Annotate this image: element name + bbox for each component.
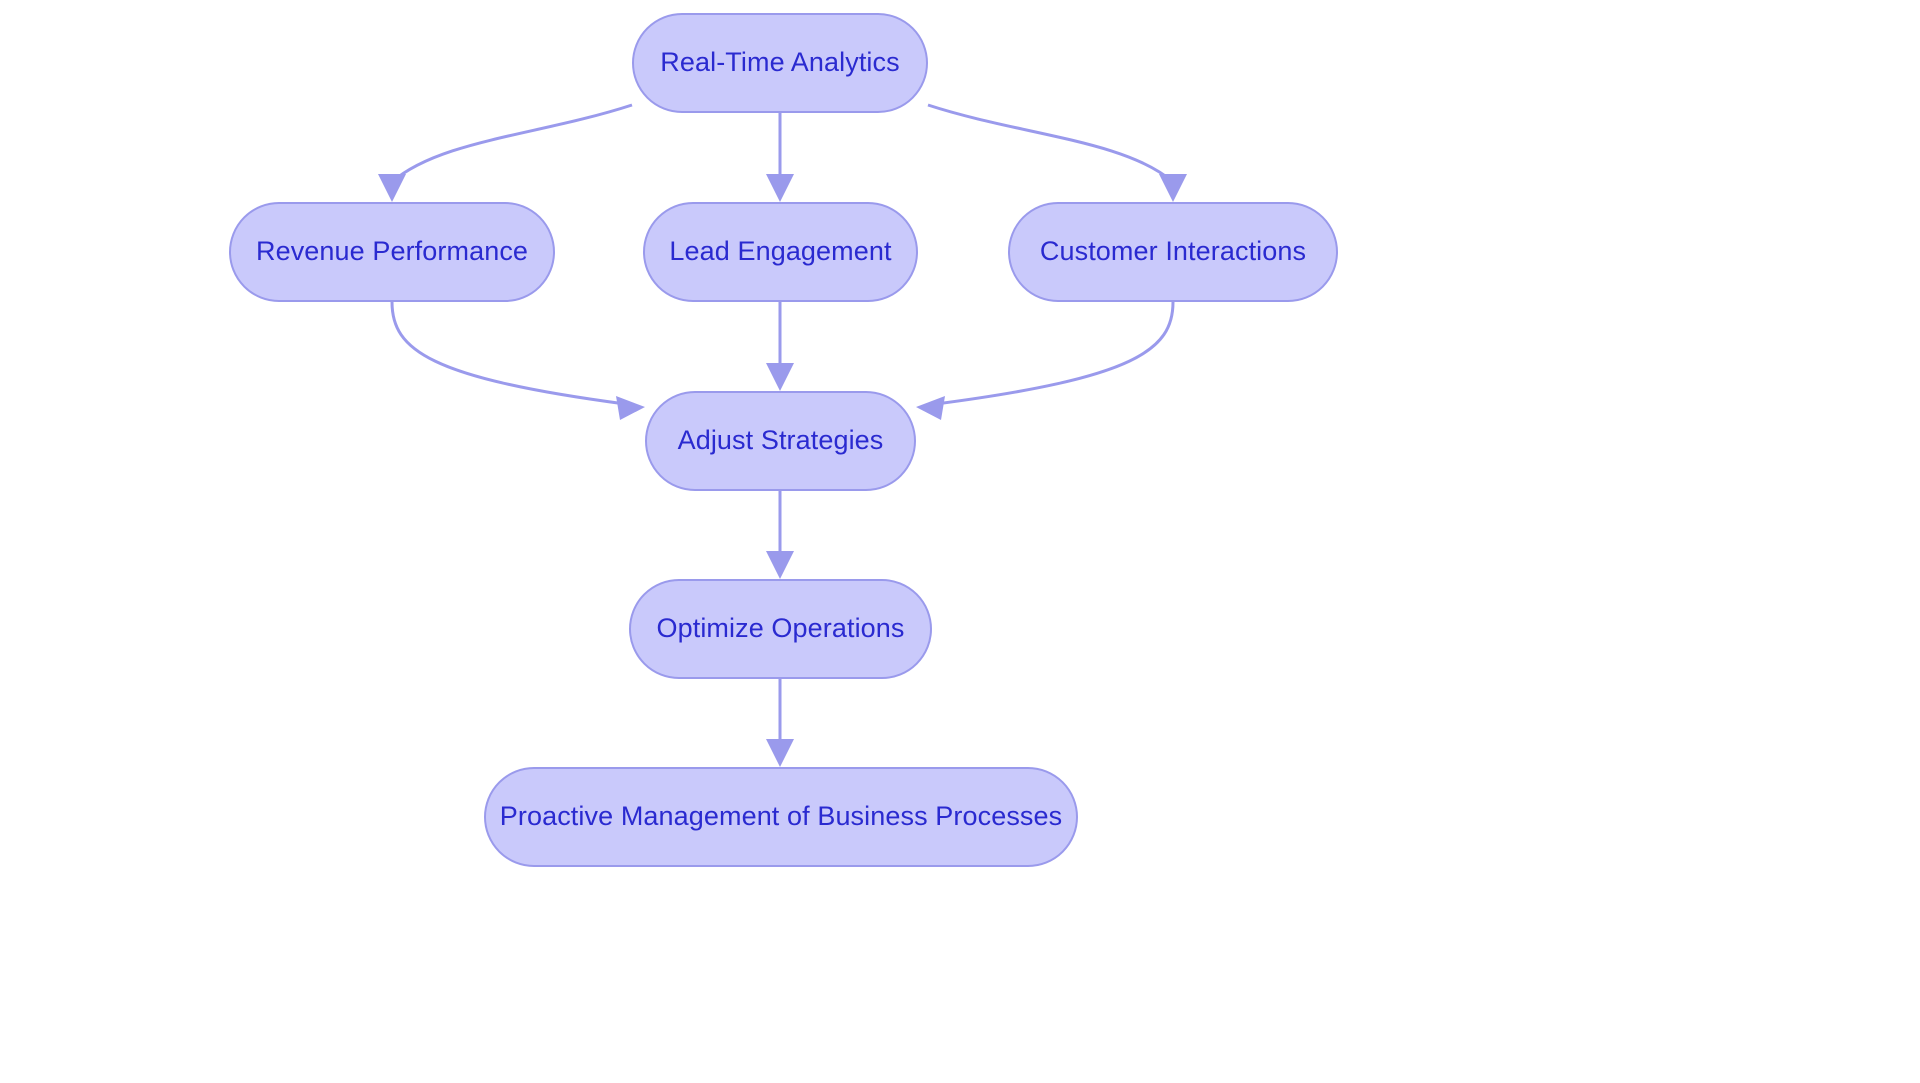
node-label: Proactive Management of Business Process… — [499, 801, 1063, 832]
edge-revenue-to-adjust — [390, 301, 645, 420]
node-label: Customer Interactions — [1039, 236, 1307, 267]
edge-lead-to-adjust-arrowhead-icon — [766, 363, 794, 391]
edge-analytics-to-customer-arrowhead-icon — [1159, 174, 1187, 202]
edge-adjust-to-optimize-arrowhead-icon — [766, 551, 794, 579]
edge-lead-to-adjust — [766, 302, 794, 391]
edge-revenue-to-adjust-arrowhead-icon — [616, 396, 645, 420]
node-optimize-operations[interactable]: Optimize Operations — [629, 579, 932, 679]
edge-analytics-to-lead — [766, 113, 794, 202]
node-adjust-strategies[interactable]: Adjust Strategies — [645, 391, 916, 491]
edge-analytics-to-revenue-arrowhead-icon — [378, 174, 406, 202]
edge-customer-to-adjust-line — [935, 301, 1175, 406]
node-lead-engagement[interactable]: Lead Engagement — [643, 202, 918, 302]
node-label: Revenue Performance — [255, 236, 529, 267]
node-revenue-performance[interactable]: Revenue Performance — [229, 202, 555, 302]
node-label: Real-Time Analytics — [660, 47, 900, 78]
edge-analytics-to-revenue — [378, 103, 633, 202]
node-real-time-analytics[interactable]: Real-Time Analytics — [632, 13, 928, 113]
node-proactive-management[interactable]: Proactive Management of Business Process… — [484, 767, 1078, 867]
edge-adjust-to-optimize — [766, 491, 794, 579]
edge-analytics-to-customer-line — [927, 103, 1174, 184]
node-label: Adjust Strategies — [677, 425, 884, 456]
node-customer-interactions[interactable]: Customer Interactions — [1008, 202, 1338, 302]
node-label: Optimize Operations — [656, 613, 905, 644]
edge-optimize-to-proactive-arrowhead-icon — [766, 739, 794, 767]
edge-analytics-to-customer — [927, 103, 1187, 202]
edge-analytics-to-lead-arrowhead-icon — [766, 174, 794, 202]
edge-analytics-to-revenue-line — [391, 103, 633, 184]
edge-optimize-to-proactive — [766, 679, 794, 767]
edge-customer-to-adjust-arrowhead-icon — [916, 396, 945, 420]
node-label: Lead Engagement — [669, 236, 892, 267]
edge-revenue-to-adjust-line — [390, 301, 626, 406]
edge-customer-to-adjust — [916, 301, 1175, 420]
